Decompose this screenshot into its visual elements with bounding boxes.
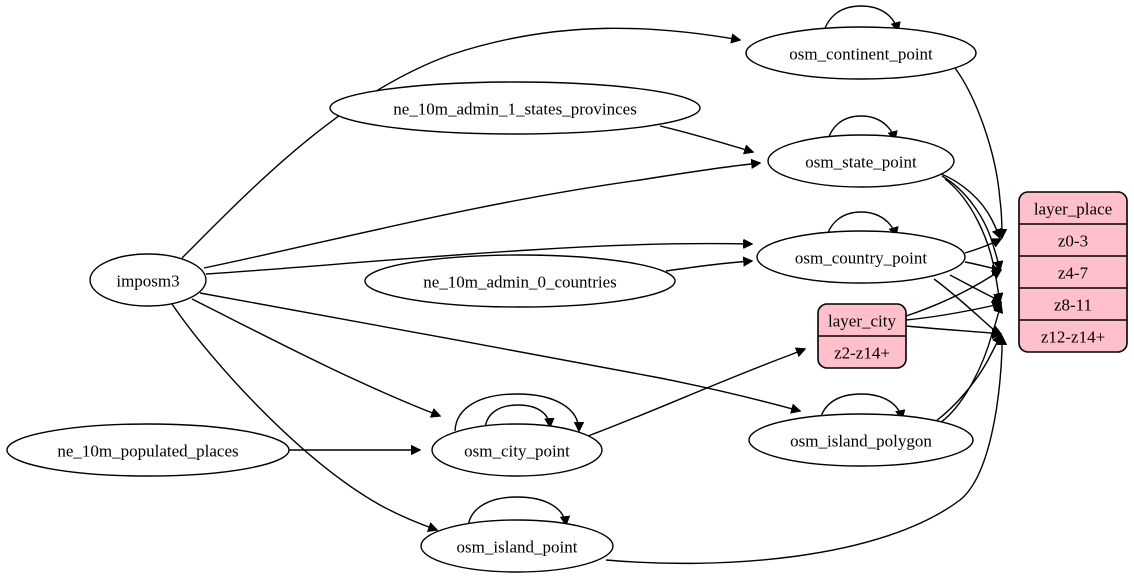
layer_place-row-z4-7-label: z4-7 [1058, 264, 1089, 283]
node-osm_country_point[interactable]: osm_country_point [756, 230, 966, 284]
edge-osm_country_point-to-layer_place_z0_3 [964, 239, 1001, 254]
node-shape[interactable] [420, 519, 614, 573]
node-shape[interactable] [756, 230, 966, 284]
edge-imposm3-to-osm_country_point [205, 244, 752, 275]
node-label: ne_10m_admin_1_states_provinces [393, 100, 637, 119]
edge-layer [171, 5, 1002, 565]
node-shape[interactable] [89, 253, 207, 307]
node-label: osm_city_point [464, 442, 570, 461]
node-osm_continent_point[interactable]: osm_continent_point [745, 26, 977, 80]
edge-imposm3-to-osm_continent_point [181, 27, 740, 259]
edge-imposm3-to-osm_city_point [191, 298, 440, 416]
node-shape[interactable] [767, 134, 955, 188]
edge-osm_state_point-to-layer_place_z4_7 [941, 175, 1000, 270]
edge-imposm3-to-osm_state_point [203, 163, 760, 269]
selfloop-osm_island_point [467, 496, 566, 528]
node-label: ne_10m_admin_0_countries [423, 273, 617, 292]
edge-imposm3-to-osm_island_point [171, 303, 437, 530]
node-label: osm_island_polygon [790, 432, 932, 451]
node-shape[interactable] [748, 413, 974, 467]
layer_city-row-z2-z14-label: z2-z14+ [834, 344, 890, 363]
node-shape[interactable] [329, 81, 701, 135]
node-osm_city_point[interactable]: osm_city_point [431, 423, 603, 477]
node-label: osm_state_point [805, 153, 917, 172]
layer_place-row-z8-11-label: z8-11 [1054, 296, 1092, 315]
edge-ne_states-to-osm_state_point [659, 125, 753, 152]
edge-osm_city_point-to-layer_city [587, 349, 805, 437]
node-layer: imposm3 ne_10m_admin_1_states_provinces … [6, 26, 977, 573]
node-shape[interactable] [431, 423, 603, 477]
edge-layer_city-to-layer_place_z4_7 [905, 270, 1001, 317]
node-imposm3[interactable]: imposm3 [89, 253, 207, 307]
edge-osm_continent_point-to-layer_place_z0_3 [954, 67, 1002, 238]
layer_place-header-label: layer_place [1034, 200, 1112, 219]
selfloop-osm_island_polygon [819, 393, 902, 422]
node-label: imposm3 [116, 272, 179, 291]
node-osm_island_polygon[interactable]: osm_island_polygon [748, 413, 974, 467]
edge-osm_island_point-to-layer_place_z12_14 [605, 336, 1002, 565]
selfloop-osm_country_point [825, 211, 896, 240]
node-osm_island_point[interactable]: osm_island_point [420, 519, 614, 573]
node-label: osm_country_point [795, 249, 927, 268]
edge-osm_island_polygon-to-layer_place_z8_11 [939, 304, 1001, 424]
edge-ne_countries-to-osm_country_point [665, 261, 752, 272]
record-node-layer: layer_place z0-3 z4-7 z8-11 z12-z14+ lay… [817, 191, 1128, 369]
node-ne_10m_admin_1_states_provinces[interactable]: ne_10m_admin_1_states_provinces [329, 81, 701, 135]
layer_place-row-z0-3-label: z0-3 [1058, 232, 1088, 251]
node-ne_10m_populated_places[interactable]: ne_10m_populated_places [6, 423, 290, 477]
node-label: osm_continent_point [789, 45, 933, 64]
edge-imposm3-to-osm_island_polygon [199, 292, 800, 411]
selfloop-osm_city_point-inner [484, 404, 550, 428]
node-shape[interactable] [745, 26, 977, 80]
edge-osm_island_polygon-to-layer_place_z12_14 [935, 335, 1001, 422]
layer_place-box[interactable] [1018, 191, 1128, 353]
node-osm_state_point[interactable]: osm_state_point [767, 134, 955, 188]
selfloop-osm_state_point [826, 115, 895, 144]
node-label: ne_10m_populated_places [57, 442, 238, 461]
edge-osm_country_point-to-layer_place_z4_7 [964, 261, 1001, 270]
node-label: osm_island_point [457, 538, 578, 557]
record-node-layer_place[interactable]: layer_place z0-3 z4-7 z8-11 z12-z14+ [1018, 191, 1128, 353]
node-shape[interactable] [6, 423, 290, 477]
selfloop-osm_continent_point [822, 5, 898, 35]
node-ne_10m_admin_0_countries[interactable]: ne_10m_admin_0_countries [364, 254, 676, 308]
edge-osm_state_point-to-layer_place_z0_3 [938, 172, 1000, 238]
layer_place-row-z12-z14-label: z12-z14+ [1041, 328, 1105, 347]
node-shape[interactable] [364, 254, 676, 308]
record-node-layer_city[interactable]: layer_city z2-z14+ [817, 303, 907, 369]
edge-layer_city-to-layer_place_z12_14 [905, 325, 1001, 334]
layer_city-header-label: layer_city [828, 312, 896, 331]
selfloop-osm_city_point-outer [454, 393, 579, 431]
